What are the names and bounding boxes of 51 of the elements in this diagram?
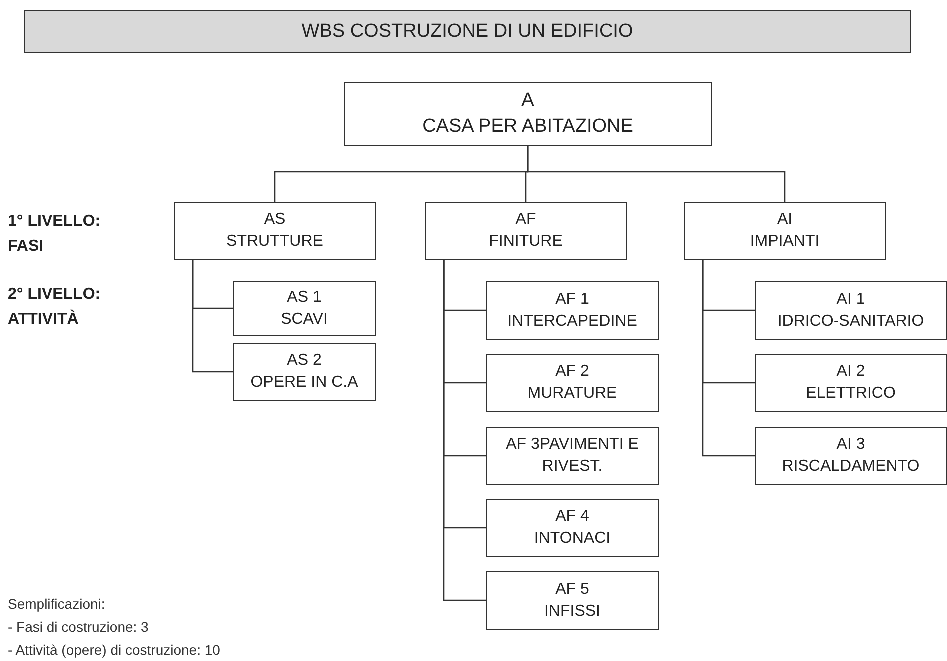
box-text: AF 5 [556, 580, 590, 600]
box-text: INTONACI [534, 529, 611, 549]
box-text: AF 2 [556, 362, 590, 382]
connector-line [192, 260, 233, 373]
wbs-box [344, 82, 712, 146]
title-bar: WBS COSTRUZIONE DI UN EDIFICIO [24, 10, 911, 53]
wbs-box [486, 354, 659, 412]
wbs-box [233, 281, 376, 336]
wbs-box [233, 343, 376, 401]
wbs-box [755, 427, 947, 485]
box-text: IDRICO-SANITARIO [778, 312, 924, 332]
level-label: 2° LIVELLO: ATTIVITÀ [8, 285, 102, 330]
box-text: CASA PER ABITAZIONE [422, 115, 634, 139]
box-text: AF 4 [556, 507, 590, 528]
box-text: FINITURE [489, 232, 563, 252]
box-text: AI 3 [836, 435, 866, 456]
box-text: OPERE IN C.A [250, 373, 358, 393]
box-text: AI 2 [836, 362, 866, 382]
box-text: AI 1 [836, 290, 866, 310]
box-text: AS 1 [287, 288, 322, 308]
box-text: AF 1 [556, 290, 590, 310]
wbs-box [486, 571, 659, 630]
wbs-box [755, 354, 947, 412]
box-text: STRUTTURE [226, 232, 324, 252]
connector-line [702, 260, 755, 457]
box-text: AS [264, 210, 286, 230]
wbs-box [486, 499, 659, 557]
level-label: 1° LIVELLO: FASI [8, 212, 102, 257]
wbs-box [486, 427, 659, 485]
box-text: INTERCAPEDINE [508, 312, 638, 332]
box-text: SCAVI [281, 310, 328, 330]
note-text: Semplificazioni: [8, 596, 106, 612]
wbs-box [755, 281, 947, 340]
box-text: A [522, 89, 534, 114]
box-text: RISCALDAMENTO [782, 457, 920, 477]
wbs-box [684, 202, 886, 260]
wbs-box [425, 202, 627, 260]
wbs-box [486, 281, 659, 340]
box-text: INFISSI [544, 602, 600, 622]
box-text: AF [516, 210, 536, 230]
box-text: AS 2 [287, 351, 322, 372]
connector-line [443, 260, 486, 602]
box-text: AI [777, 210, 793, 230]
box-text: IMPIANTI [750, 232, 820, 252]
note-text: - Fasi di costruzione: 3 [8, 619, 149, 635]
box-text: AF 3PAVIMENTI E RIVEST. [505, 435, 640, 477]
wbs-box [174, 202, 376, 260]
connector-line [527, 146, 786, 202]
box-text: MURATURE [528, 384, 618, 404]
note-text: - Attività (opere) di costruzione: 10 [8, 642, 220, 658]
box-text: ELETTRICO [806, 384, 896, 404]
